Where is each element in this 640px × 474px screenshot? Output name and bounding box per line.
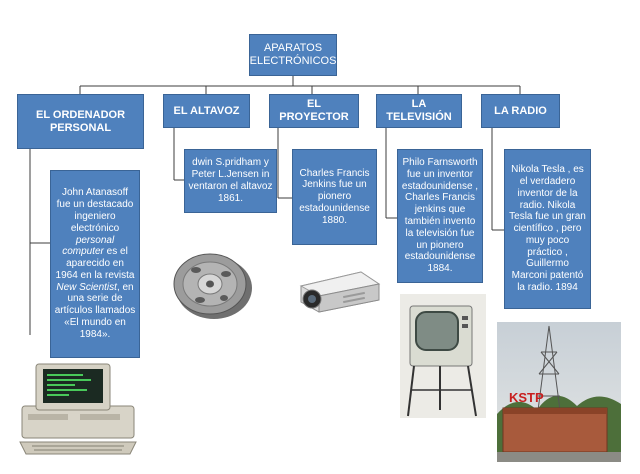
header-ordenador-personal: EL ORDENADOR PERSONAL — [17, 94, 144, 149]
root-node: APARATOS ELECTRÓNICOS — [249, 34, 337, 76]
description-altavoz: dwin S.pridham y Peter L.Jensen in venta… — [184, 149, 277, 213]
projector-image — [299, 271, 381, 313]
root-title-line1: APARATOS — [263, 42, 323, 55]
description-ordenador-text: John Atanasoff fue un destacado ingenier… — [54, 187, 136, 340]
description-proyector: Charles Francis Jenkins fue un pionero e… — [292, 149, 377, 245]
television-image — [400, 294, 486, 418]
header-proyector: EL PROYECTOR — [269, 94, 359, 128]
header-radio: LA RADIO — [481, 94, 560, 128]
description-radio: Nikola Tesla , es el verdadero inventor … — [504, 149, 591, 309]
header-television: LA TELEVISIÓN — [376, 94, 462, 128]
radio-station-sign: KSTP — [509, 390, 544, 405]
radio-station-image: KSTP — [497, 322, 621, 462]
root-title-line2: ELECTRÓNICOS — [249, 55, 337, 67]
description-television: Philo Farnsworth fue un inventor estadou… — [397, 149, 483, 283]
computer-image — [19, 363, 137, 455]
speaker-image — [173, 253, 252, 319]
header-altavoz: EL ALTAVOZ — [163, 94, 250, 128]
description-ordenador-personal: John Atanasoff fue un destacado ingenier… — [50, 170, 140, 358]
